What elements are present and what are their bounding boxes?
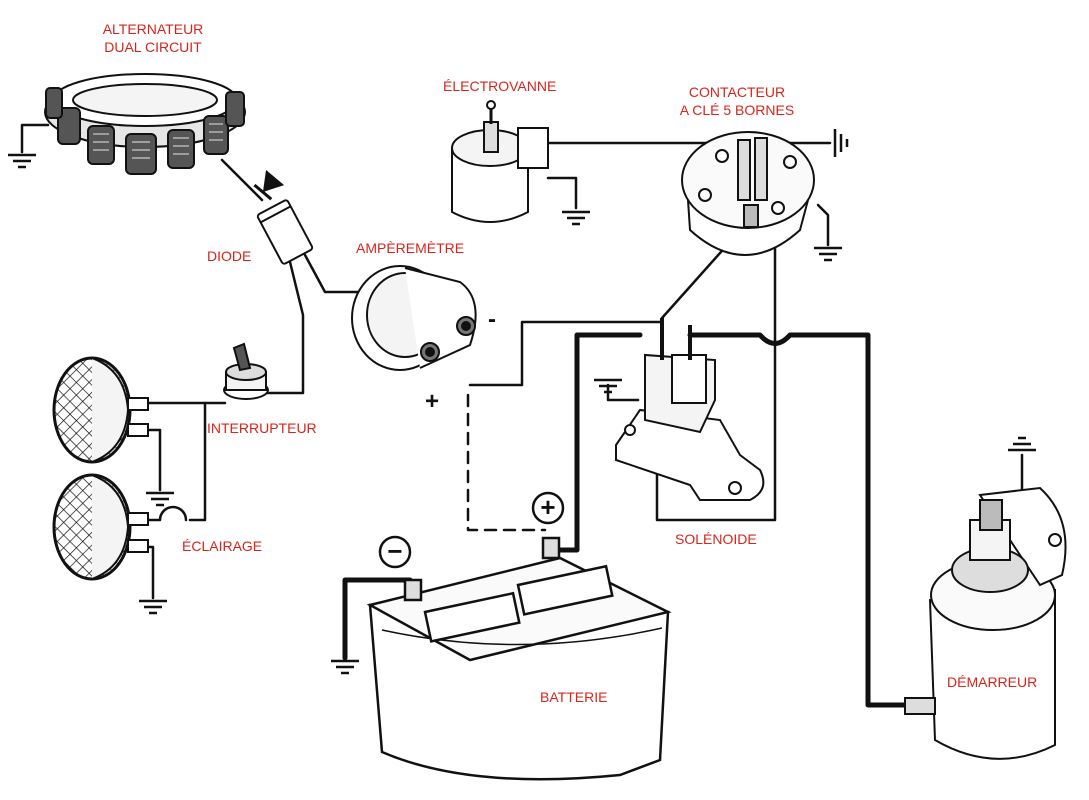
wire-diode-ammeter [303, 253, 367, 294]
ground-icon [137, 599, 169, 615]
headlight-lower [52, 473, 149, 581]
diode [253, 169, 314, 265]
wire-valve-ground [546, 176, 578, 210]
label-starter: DÉMARREUR [947, 674, 1038, 690]
label-key-switch-line2: A CLÉ 5 BORNES [679, 102, 795, 118]
wire-alternator-ground [20, 123, 50, 154]
diode-icon [253, 169, 285, 201]
cable-battery-negative [342, 577, 413, 661]
wire-light1-down [188, 401, 207, 522]
starter-motor [904, 486, 1067, 760]
wire-key-ground [816, 203, 830, 247]
wire-alternator-diode [220, 158, 264, 202]
battery-positive-ring [531, 491, 565, 525]
wire-ammeter-negative [468, 320, 664, 387]
label-key-switch: CONTACTEUR A CLÉ 5 BORNES [672, 83, 802, 119]
wire-key-solenoid-2 [655, 218, 777, 522]
wire-diode-switch [260, 260, 305, 395]
solenoid [615, 318, 765, 501]
label-key-switch-line1: CONTACTEUR [688, 84, 786, 100]
wire-ammeter-positive [466, 393, 547, 532]
label-lighting: ÉCLAIRAGE [182, 538, 263, 554]
cable-solenoid-starter [687, 332, 913, 708]
label-battery: BATTERIE [540, 689, 608, 705]
battery [366, 536, 672, 781]
toggle-switch [223, 342, 269, 400]
ground-icon [6, 153, 38, 169]
label-alternator-line1: ALTERNATEUR [102, 21, 204, 37]
sign-battery-negative: − [387, 536, 403, 566]
ground-icon [812, 246, 844, 262]
battery-negative-ring [378, 535, 412, 569]
sign-ammeter-negative: - [488, 306, 496, 333]
label-solenoid-valve: ÉLECTROVANNE [443, 78, 557, 94]
ground-icon [560, 210, 592, 226]
wire-lights-ground [146, 428, 162, 492]
sign-battery-positive: + [540, 492, 556, 522]
solenoid-valve [451, 100, 549, 223]
sign-ammeter-positive: + [425, 388, 440, 415]
label-toggle-switch: INTERRUPTEUR [207, 420, 317, 436]
label-solenoid: SOLÉNOIDE [675, 531, 757, 547]
wire-light-crossover [146, 505, 188, 522]
key-switch [681, 131, 815, 256]
label-alternator-line2: DUAL CIRCUIT [104, 39, 202, 55]
alternator [44, 73, 246, 175]
ground-icon [329, 659, 361, 675]
ground-icon [144, 491, 176, 507]
label-alternator: ALTERNATEUR DUAL CIRCUIT [88, 20, 218, 56]
toggle-switch-icon [232, 342, 252, 372]
headlight-upper [52, 356, 149, 464]
label-ammeter: AMPÈREMÈTRE [356, 240, 465, 256]
ground-icon [833, 127, 849, 159]
wire-light2-ground [146, 545, 155, 600]
label-diode: DIODE [207, 248, 252, 264]
ground-icon [1006, 436, 1038, 452]
cable-battery-positive [557, 332, 643, 553]
ammeter [351, 265, 477, 371]
wire-solenoid-ground [606, 383, 640, 402]
